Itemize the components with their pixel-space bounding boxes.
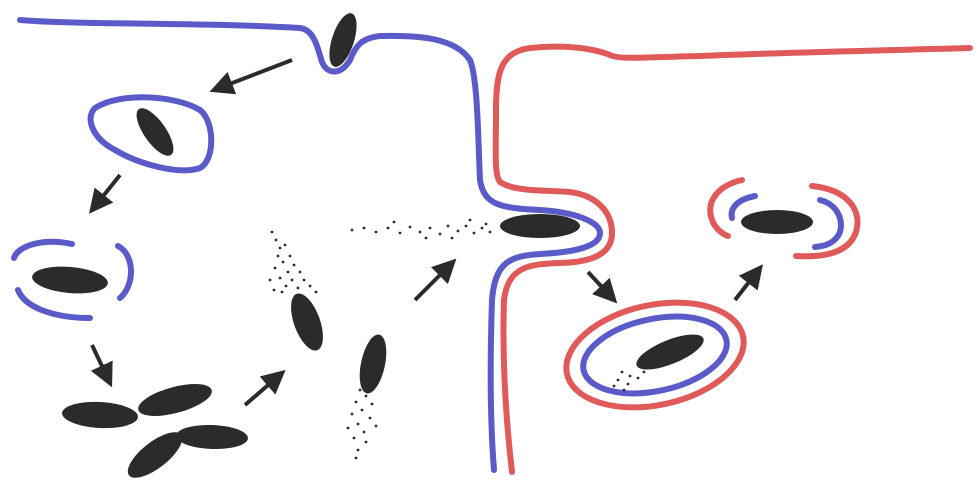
bacterium-icon: [285, 289, 330, 354]
neighbor-cell-membrane: [496, 47, 970, 472]
bacterium-icon: [31, 264, 109, 297]
bacterium-icon: [355, 332, 391, 396]
actin-tail: [347, 389, 378, 460]
actin-tail: [613, 371, 646, 392]
bacterium-icon: [632, 327, 708, 376]
bacterium-icon: [61, 400, 138, 430]
vacuole-fragment: [14, 242, 72, 258]
vacuole-fragment: [118, 246, 131, 298]
bacterium-icon: [176, 424, 249, 450]
arrow-icon: [92, 345, 110, 383]
arrow-icon: [735, 268, 760, 300]
arrow-icon: [245, 373, 282, 405]
arrow-icon: [214, 60, 292, 90]
vacuole-fragment: [18, 290, 90, 318]
bacterium-icon: [135, 378, 215, 423]
bacterium-icon: [741, 210, 813, 234]
actin-tail: [269, 231, 318, 294]
bacterium-icon: [324, 10, 362, 70]
lysed-inner-membrane: [815, 200, 841, 247]
bacterium-icon: [500, 214, 580, 238]
arrow-icon: [92, 175, 120, 210]
bacterium-icon: [130, 103, 180, 161]
actin-tail: [351, 219, 492, 240]
arrow-icon: [588, 272, 614, 300]
arrow-icon: [415, 262, 453, 300]
host-cell-membrane: [20, 20, 600, 470]
lysed-outer-membrane: [710, 180, 742, 236]
